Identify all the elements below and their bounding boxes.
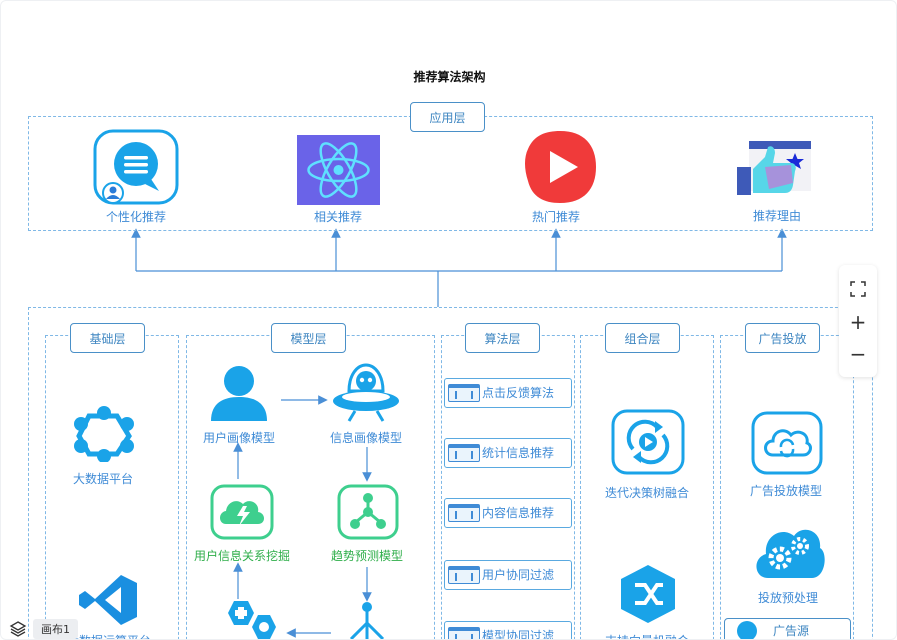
refresh-play-icon [611, 409, 685, 475]
algorithm-item-label: 点击反馈算法 [482, 386, 555, 400]
algorithm-item-label: 用户协同过滤 [482, 568, 555, 582]
label-user-info-relation-mining: 用户信息关系挖掘 [193, 549, 290, 563]
algorithm-item[interactable]: 模型协同过滤 [444, 621, 572, 640]
thumbs-up-icon [737, 141, 811, 195]
algorithm-item[interactable]: 用户协同过滤 [444, 560, 572, 590]
label-big-data-compute-platform: 大数据运算平台 [53, 632, 165, 639]
combination-layer-tag[interactable]: 组合层 [605, 323, 680, 353]
label-iterative-decision-tree-fusion: 迭代决策树融合 [604, 486, 689, 500]
shuffle-icon [621, 565, 675, 623]
label-user-profile-model: 用户画像模型 [202, 431, 275, 445]
algorithm-layer-tag[interactable]: 算法层 [465, 323, 540, 353]
cloud-lightning-icon [210, 484, 274, 540]
ad-source-node[interactable]: 广告源 [724, 618, 851, 639]
dashboard-icon [448, 566, 480, 584]
algorithm-item[interactable]: 内容信息推荐 [444, 498, 572, 528]
share-graph-icon [337, 484, 399, 540]
ad-source-icon [737, 621, 757, 639]
zoom-in-button[interactable]: + [849, 310, 867, 334]
layer-bar: 画布1 [9, 618, 78, 639]
ad-source-label: 广告源 [773, 624, 810, 638]
dashboard-icon [448, 627, 480, 639]
algorithm-item-label: 模型协同过滤 [482, 629, 555, 640]
hexagon-plus-icon [228, 601, 276, 639]
diagram-title: 推荐算法架构 [413, 70, 486, 84]
label-big-data-platform: 大数据平台 [72, 472, 133, 486]
algorithm-item-label: 内容信息推荐 [482, 506, 555, 520]
label-delivery-preprocess: 投放预处理 [757, 591, 818, 605]
react-icon [297, 135, 380, 205]
ufo-alien-icon [333, 363, 399, 422]
chat-personal-icon [93, 129, 179, 205]
label-personalized-recommend: 个性化推荐 [105, 210, 166, 224]
user-icon [211, 366, 267, 421]
network-icon [74, 406, 134, 462]
play-icon [525, 131, 596, 203]
model-layer-tag[interactable]: 模型层 [271, 323, 346, 353]
zoom-out-button[interactable]: − [849, 342, 867, 366]
algorithm-item[interactable]: 点击反馈算法 [444, 378, 572, 408]
label-trend-prediction-model: 趋势预测模型 [330, 549, 403, 563]
branch-icon [349, 602, 385, 639]
label-info-profile-model: 信息画像模型 [329, 431, 402, 445]
algorithm-item[interactable]: 统计信息推荐 [444, 438, 572, 468]
dashboard-icon [448, 444, 480, 462]
label-related-recommend: 相关推荐 [313, 210, 362, 224]
label-hot-recommend: 热门推荐 [531, 210, 580, 224]
layers-icon[interactable] [9, 620, 27, 638]
cloud-sync-icon [751, 411, 823, 475]
fit-view-button[interactable] [839, 273, 877, 305]
canvas-tab[interactable]: 画布1 [33, 619, 78, 639]
processing-layers-frame [28, 307, 873, 639]
label-ad-delivery-model: 广告投放模型 [749, 484, 822, 498]
cloud-gears-icon [756, 529, 825, 578]
dashboard-icon [448, 384, 480, 402]
application-layer-tag[interactable]: 应用层 [410, 102, 485, 132]
algorithm-item-label: 统计信息推荐 [482, 446, 555, 460]
dashboard-icon [448, 504, 480, 522]
label-recommend-reason: 推荐理由 [752, 209, 801, 223]
ad-layer-tag[interactable]: 广告投放 [745, 323, 820, 353]
zoom-controls: + − [839, 265, 877, 377]
label-svm-fusion: 支持向量机融合 [597, 632, 697, 639]
base-layer-tag[interactable]: 基础层 [70, 323, 145, 353]
vscode-icon [79, 575, 137, 625]
fullscreen-icon [850, 281, 866, 297]
